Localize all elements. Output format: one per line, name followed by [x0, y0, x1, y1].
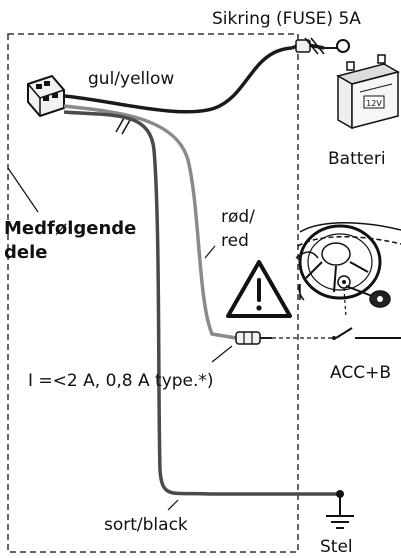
wire-break-mark: [115, 117, 131, 135]
red-wire-pointer: [204, 245, 216, 259]
ground-icon: [326, 490, 354, 529]
red-wire-label-line1: rød/: [221, 207, 255, 227]
battery-voltage-label: 12V: [366, 99, 382, 108]
acc-switch-icon: [335, 327, 353, 339]
included-parts-label-line1: Medfølgende: [4, 218, 136, 239]
acc-label: ACC+B: [330, 363, 391, 383]
current-note-pointer: [211, 345, 233, 363]
connector-icon: [27, 74, 65, 118]
fuse-label: Sikring (FUSE) 5A: [212, 9, 361, 29]
included-parts-boundary: [7, 33, 299, 553]
red-wire: [63, 104, 237, 340]
ignition-key-icon: [343, 285, 391, 319]
battery-icon: [336, 54, 400, 130]
included-parts-pointer: [7, 167, 39, 213]
fuse-icon: [291, 37, 350, 55]
battery-label: Batteri: [328, 149, 386, 169]
yellow-wire: [63, 46, 293, 114]
inline-fuse-icon: [235, 331, 272, 345]
warning-icon: [226, 260, 292, 318]
black-wire-pointer: [167, 499, 179, 511]
black-wire: [63, 110, 340, 496]
acc-switch-contact: [332, 336, 336, 340]
black-wire-label: sort/black: [104, 515, 188, 535]
ground-label: Stel: [320, 537, 353, 557]
included-parts-label-line2: dele: [4, 242, 47, 263]
steering-wheel-icon: [295, 221, 401, 301]
yellow-wire-label: gul/yellow: [88, 69, 174, 89]
current-note-label: I =<2 A, 0,8 A type.*): [28, 371, 214, 391]
red-wire-label-line2: red: [221, 231, 249, 251]
